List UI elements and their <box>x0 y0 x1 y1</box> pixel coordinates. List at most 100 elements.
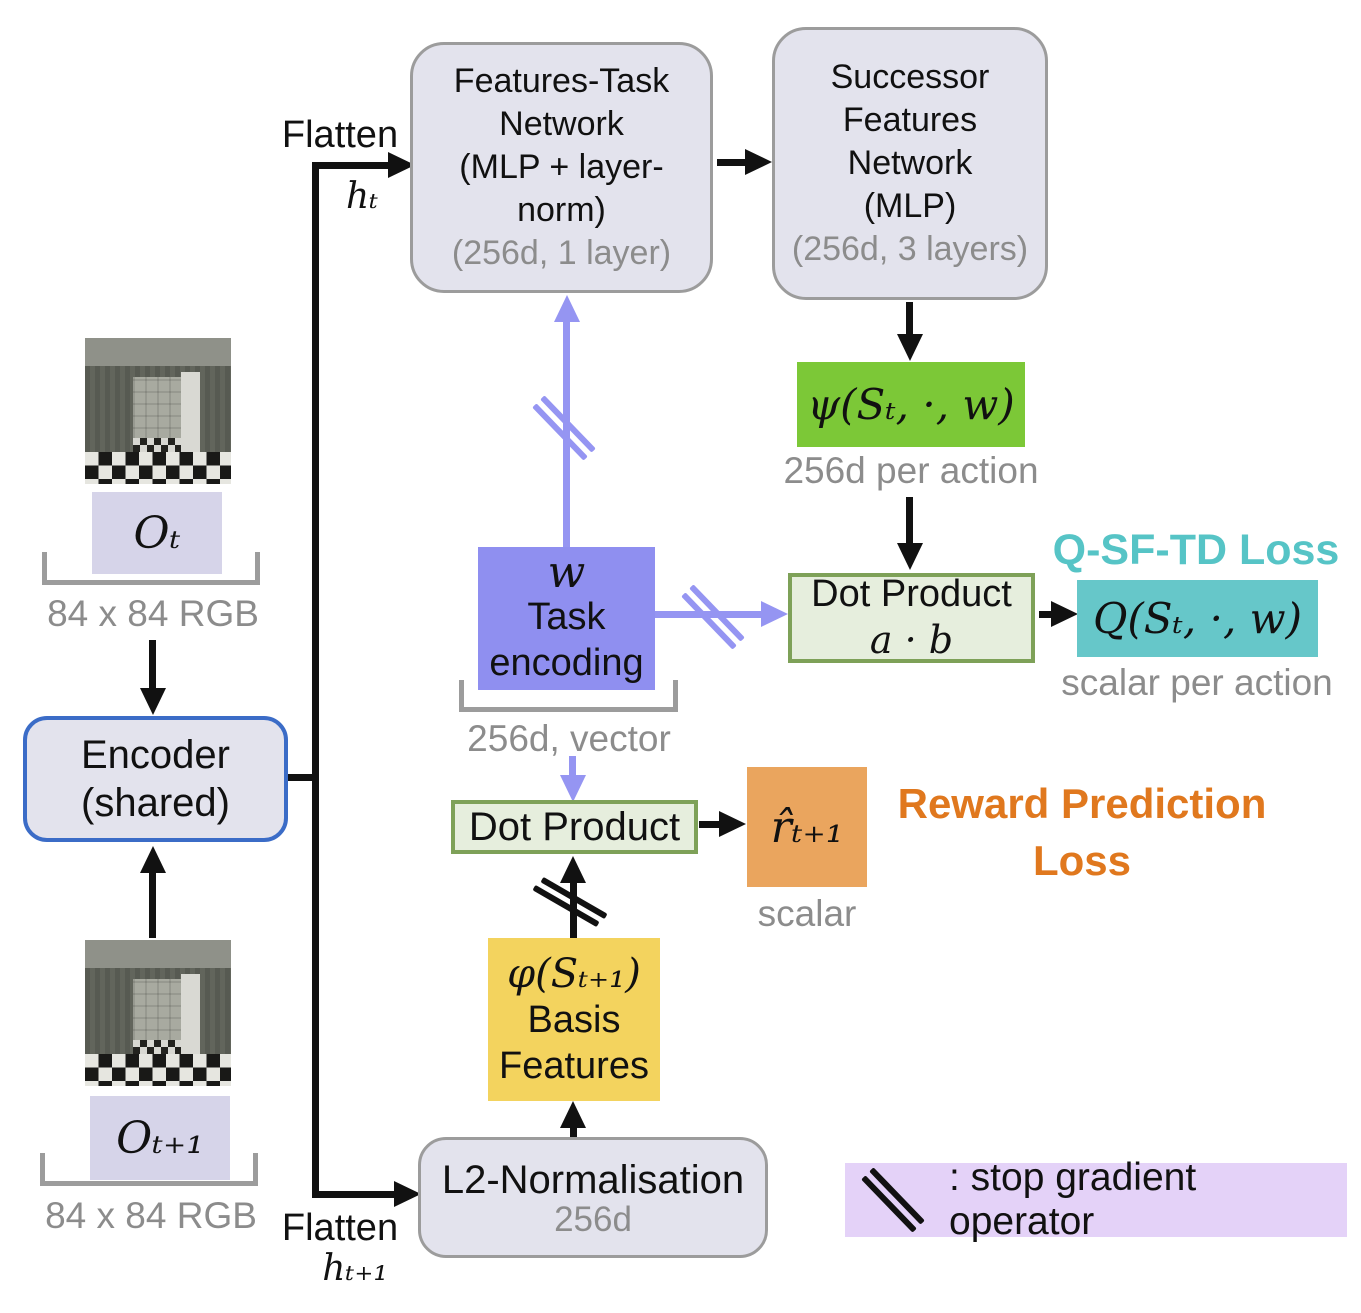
flatten-top-label: Flatten <box>281 114 399 156</box>
task-line1: Task <box>527 595 606 638</box>
q-value-box: Q(Sₜ, ·, w) <box>1077 580 1318 657</box>
reward-loss-line2: Loss <box>1032 836 1132 884</box>
basis-line1: Basis <box>527 998 621 1041</box>
env-floor <box>85 451 231 484</box>
obs-t1-encoder-line <box>149 870 156 938</box>
predicted-reward-box: r̂ₜ₊₁ <box>747 767 867 887</box>
q-value-dims: scalar per action <box>1061 662 1333 703</box>
flatten-bottom-label: Flatten <box>281 1207 399 1249</box>
dot-product-reward-title: Dot Product <box>468 805 681 849</box>
stop-gradient-icon <box>532 395 596 461</box>
ftn-line3: (MLP + layer- <box>459 147 664 186</box>
task-line2: encoding <box>489 641 644 684</box>
successor-network-box: Successor Features Network (MLP) (256d, … <box>772 27 1048 300</box>
arrow-up-icon <box>560 856 586 883</box>
observation-t-box: Oₜ <box>92 492 222 574</box>
encoder-trunk-line <box>286 774 316 781</box>
ftn-dims: (256d, 1 layer) <box>451 234 672 273</box>
l2-dims: 256d <box>554 1199 632 1239</box>
stop-gradient-icon <box>861 1167 925 1233</box>
observation-t1-dims: 84 x 84 RGB <box>45 1195 257 1236</box>
reward-prediction-loss-label: Reward Prediction Loss <box>870 776 1294 889</box>
arrow-down-icon <box>897 543 923 570</box>
env-doorway <box>133 979 186 1056</box>
stop-gradient-icon <box>681 584 745 650</box>
encoder-line2: (shared) <box>81 781 230 825</box>
psi-dims: 256d per action <box>783 450 1039 491</box>
l2-normalisation-box: L2-Normalisation 256d <box>418 1137 768 1258</box>
observation-image-t1 <box>85 940 231 1086</box>
predicted-reward-dims: scalar <box>757 893 857 934</box>
psi-formula: ψ(Sₜ, ·, w) <box>807 380 1015 429</box>
ftn-line2: Network <box>499 104 624 143</box>
dot-product-q-box: Dot Product a · b <box>788 573 1035 663</box>
observation-t1-box: Oₜ₊₁ <box>90 1096 230 1180</box>
stop-gradient-icon <box>532 872 608 932</box>
dotproduct-q-line <box>1039 611 1053 618</box>
task-dims: 256d, vector <box>467 718 671 759</box>
obs-t-encoder-line <box>149 640 156 690</box>
arrow-down-icon <box>897 334 923 361</box>
task-dotproduct-line <box>655 611 765 618</box>
env-ceiling <box>85 338 231 366</box>
q-sf-td-loss-label: Q-SF-TD Loss <box>1052 526 1340 574</box>
env-door-panel <box>181 371 201 454</box>
flatten-bottom-line <box>312 1191 396 1198</box>
sfn-line4: (MLP) <box>863 187 957 226</box>
arrow-up-icon <box>560 1101 586 1128</box>
dot-product-reward-box: Dot Product <box>451 800 698 854</box>
env-ceiling <box>85 940 231 968</box>
sfn-line1: Successor <box>830 57 990 96</box>
arrow-right-icon <box>1051 601 1078 627</box>
arrow-right-icon <box>719 811 746 837</box>
ftn-line4: norm) <box>517 191 606 230</box>
task-symbol: w <box>547 546 586 598</box>
arrow-right-icon <box>394 1181 421 1207</box>
psi-dotproduct-line <box>906 497 913 545</box>
task-encoding-box: w Task encoding <box>478 547 655 690</box>
observation-t-dims: 84 x 84 RGB <box>47 593 259 634</box>
predicted-reward-formula: r̂ₜ₊₁ <box>770 801 844 853</box>
sfn-line2: Features <box>842 100 978 139</box>
legend-label: : stop gradient operator <box>949 1156 1197 1243</box>
observation-t1-symbol: Oₜ₊₁ <box>116 1112 204 1164</box>
l2-title: L2-Normalisation <box>441 1157 745 1202</box>
dot-product-q-formula: a · b <box>869 618 954 662</box>
features-task-network-box: Features-Task Network (MLP + layer- norm… <box>410 42 713 293</box>
env-floor <box>85 1053 231 1086</box>
basis-line2: Features <box>499 1044 649 1087</box>
basis-features-box: φ(Sₜ₊₁) Basis Features <box>488 938 660 1101</box>
stop-gradient-legend: : stop gradient operator <box>845 1156 1347 1243</box>
basis-formula: φ(Sₜ₊₁) <box>507 950 641 997</box>
bracket <box>42 552 260 585</box>
dotproduct-reward-line <box>699 821 721 828</box>
q-value-formula: Q(Sₜ, ·, w) <box>1092 594 1303 643</box>
encoder-box: Encoder (shared) <box>23 716 288 842</box>
reward-loss-line1: Reward Prediction <box>897 780 1267 827</box>
bracket <box>459 680 678 712</box>
successor-features-output-box: ψ(Sₜ, ·, w) <box>797 362 1025 447</box>
sfn-line3: Network <box>847 143 973 182</box>
arrow-down-icon <box>560 775 586 802</box>
ftn-line1: Features-Task <box>453 61 670 100</box>
sfn-dims: (256d, 3 layers) <box>791 230 1029 269</box>
trunk-line <box>312 162 319 1198</box>
arrow-up-icon <box>554 295 580 322</box>
sfn-psi-line <box>906 302 913 336</box>
bracket <box>40 1153 258 1186</box>
l2-phi-line <box>570 1125 577 1137</box>
task-dotproduct-r-line <box>569 756 576 778</box>
observation-t-symbol: Oₜ <box>133 507 181 559</box>
hidden-state-t-label: hₜ <box>345 176 379 217</box>
env-doorway <box>133 377 186 454</box>
encoder-line1: Encoder <box>81 733 230 777</box>
dot-product-q-title: Dot Product <box>811 573 1012 616</box>
arrow-right-icon <box>761 601 788 627</box>
hidden-state-t1-label: hₜ₊₁ <box>322 1248 388 1289</box>
ftn-sfn-line <box>717 159 747 166</box>
flatten-top-line <box>312 162 390 169</box>
env-door-panel <box>181 973 201 1056</box>
arrow-right-icon <box>745 149 772 175</box>
arrow-down-icon <box>140 688 166 715</box>
